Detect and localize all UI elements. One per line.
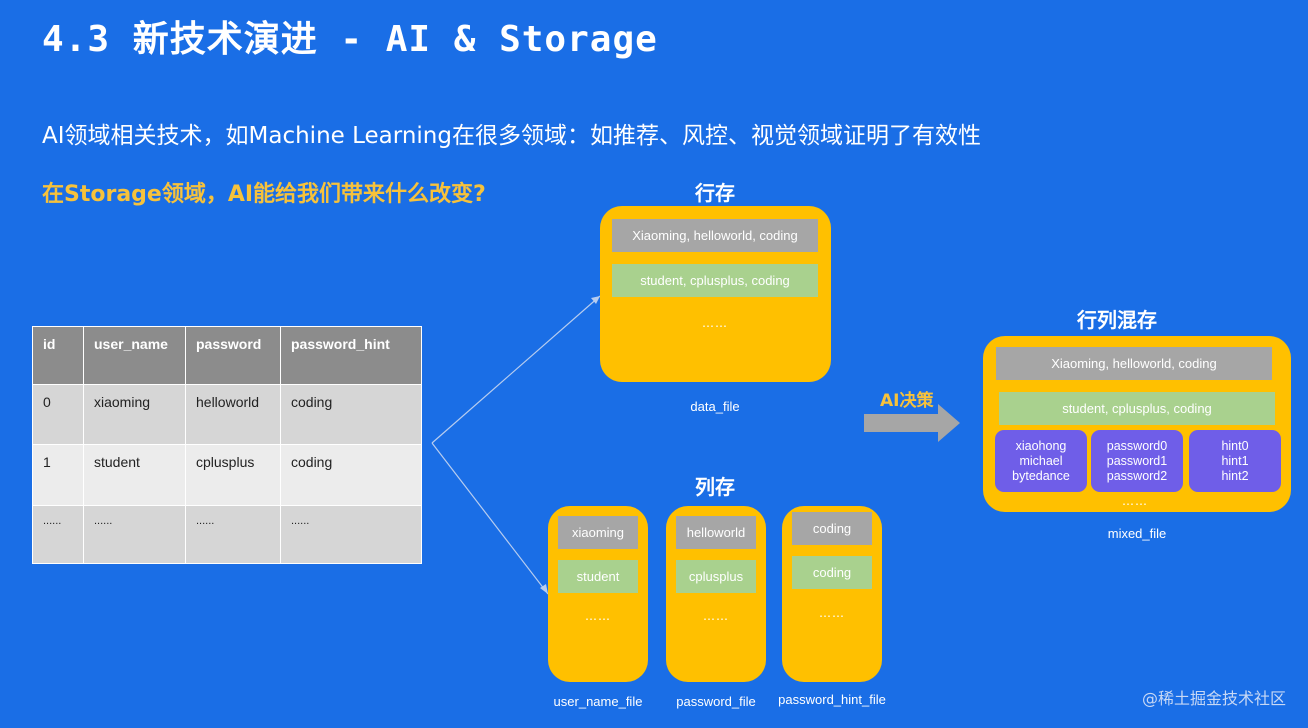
hybrid-group-value: hint2 (1221, 468, 1249, 483)
table-cell: coding (280, 444, 422, 506)
hybrid-group-value: michael (1019, 453, 1063, 468)
table-cell: ...... (185, 504, 281, 565)
column-store-cell: helloworld (676, 516, 756, 549)
table-cell: 0 (32, 384, 84, 446)
column-store-ellipsis: …… (819, 606, 845, 620)
row-store-row: Xiaoming, helloworld, coding (612, 219, 818, 252)
hybrid-group-value: hint1 (1221, 453, 1249, 468)
connector-arrowhead (591, 296, 600, 304)
column-store-cell: coding (792, 556, 872, 589)
connector-arrowhead (540, 584, 548, 594)
table-cell: helloworld (185, 384, 281, 446)
watermark: @稀土掘金技术社区 (1141, 689, 1286, 708)
row-store-ellipsis: …… (702, 316, 728, 330)
hybrid-column-group: password0 password1 password2 (1091, 430, 1183, 492)
hybrid-group-value: password2 (1106, 468, 1168, 483)
slide-title: 4.3 新技术演进 - AI & Storage (42, 19, 658, 60)
hybrid-column-group: xiaohong michael bytedance (995, 430, 1087, 492)
ai-decision-label: AI决策 (880, 391, 934, 411)
hybrid-group-value: password0 (1106, 438, 1168, 453)
hybrid-store-row: Xiaoming, helloworld, coding (996, 347, 1272, 380)
ai-decision-arrow (864, 404, 960, 442)
slide-question: 在Storage领域，AI能给我们带来什么改变? (42, 182, 486, 207)
hybrid-file-label: mixed_file (1107, 526, 1167, 541)
hybrid-group-value: bytedance (1012, 468, 1070, 483)
table-header-row: id user_name password password_hint (32, 325, 422, 386)
column-file-label: password_file (676, 694, 756, 709)
table-cell: student (83, 444, 186, 506)
hybrid-store-row: student, cplusplus, coding (999, 392, 1275, 425)
table-cell: ...... (32, 504, 84, 565)
table-cell: xiaoming (83, 384, 186, 446)
hybrid-column-group: hint0 hint1 hint2 (1189, 430, 1281, 492)
connector-to-column-store (431, 442, 549, 595)
table-cell: ...... (280, 504, 422, 565)
table-row: 1 student cplusplus coding (32, 444, 422, 506)
column-store-ellipsis: …… (703, 609, 729, 623)
column-store-cell: cplusplus (676, 560, 756, 593)
slide-subtitle: AI领域相关技术，如Machine Learning在很多领域：如推荐、风控、视… (42, 123, 981, 149)
row-store-heading: 行存 (695, 181, 735, 205)
column-store-heading: 列存 (695, 475, 735, 499)
column-store-cell: student (558, 560, 638, 593)
column-store-cell: coding (792, 512, 872, 545)
column-store-cell: xiaoming (558, 516, 638, 549)
row-store-file-label: data_file (690, 399, 740, 414)
table-cell: cplusplus (185, 444, 281, 506)
row-store-row: student, cplusplus, coding (612, 264, 818, 297)
connector-to-row-store (431, 295, 601, 444)
column-store-ellipsis: …… (585, 609, 611, 623)
table-row: ...... ...... ...... ...... (32, 504, 422, 565)
table-header-cell: password_hint (280, 325, 422, 386)
hybrid-store-ellipsis: …… (1122, 494, 1148, 508)
table-cell: ...... (83, 504, 186, 565)
hybrid-group-value: xiaohong (1015, 438, 1067, 453)
hybrid-group-value: password1 (1106, 453, 1168, 468)
hybrid-store-heading: 行列混存 (1077, 308, 1157, 332)
source-table: id user_name password password_hint 0 xi… (32, 325, 422, 565)
hybrid-group-value: hint0 (1221, 438, 1249, 453)
column-file-label: password_hint_file (778, 692, 886, 707)
table-header-cell: password (185, 325, 281, 386)
column-file-label: user_name_file (553, 694, 643, 709)
